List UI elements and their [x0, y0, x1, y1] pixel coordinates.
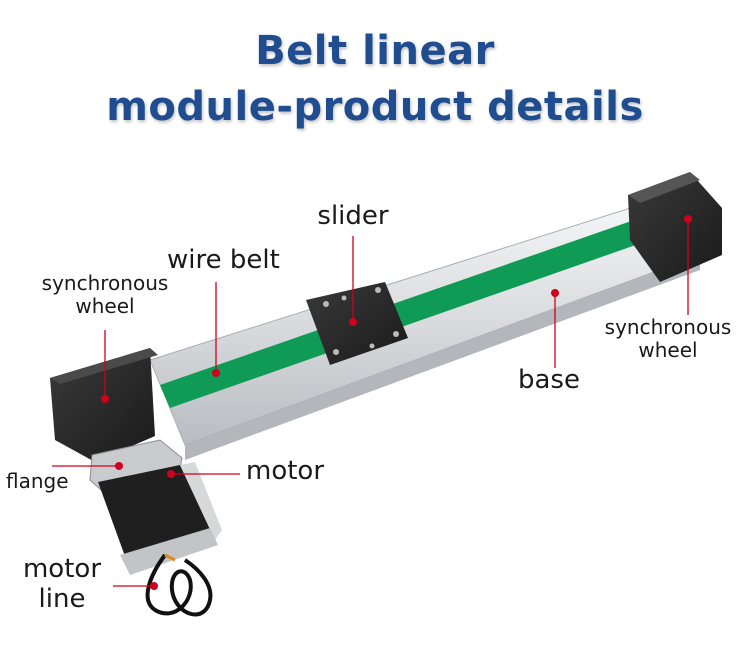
label-motor-line: motor line — [10, 554, 114, 615]
wire-belt-shape — [160, 218, 650, 408]
right-wheel-block — [628, 172, 722, 282]
left-wheel-top — [50, 348, 158, 384]
right-wheel-top — [628, 172, 700, 203]
pointer-dots — [101, 215, 692, 590]
label-synchronous-wheel-left-line2: wheel — [75, 294, 135, 318]
label-synchronous-wheel-left-line1: synchronous — [41, 271, 169, 295]
title-line-2: module-product details — [106, 84, 644, 130]
label-base: base — [518, 365, 580, 395]
label-motor-line-line1: motor — [22, 554, 102, 584]
label-wire-belt: wire belt — [167, 245, 280, 275]
motor-cable — [145, 553, 213, 617]
label-flange: flange — [6, 469, 69, 493]
motor-endcap — [120, 528, 218, 575]
label-slider: slider — [317, 201, 389, 231]
label-synchronous-wheel-left: synchronous wheel — [20, 272, 190, 318]
label-synchronous-wheel-right-line1: synchronous — [604, 315, 732, 339]
label-motor-line-line2: line — [38, 583, 86, 614]
title-line-1: Belt linear — [255, 28, 495, 74]
label-synchronous-wheel-right: synchronous wheel — [588, 316, 748, 362]
rail-side — [185, 255, 700, 460]
slider-block — [306, 282, 408, 365]
label-motor: motor — [246, 456, 325, 486]
motor-cap — [180, 462, 222, 540]
label-synchronous-wheel-right-line2: wheel — [638, 338, 698, 362]
